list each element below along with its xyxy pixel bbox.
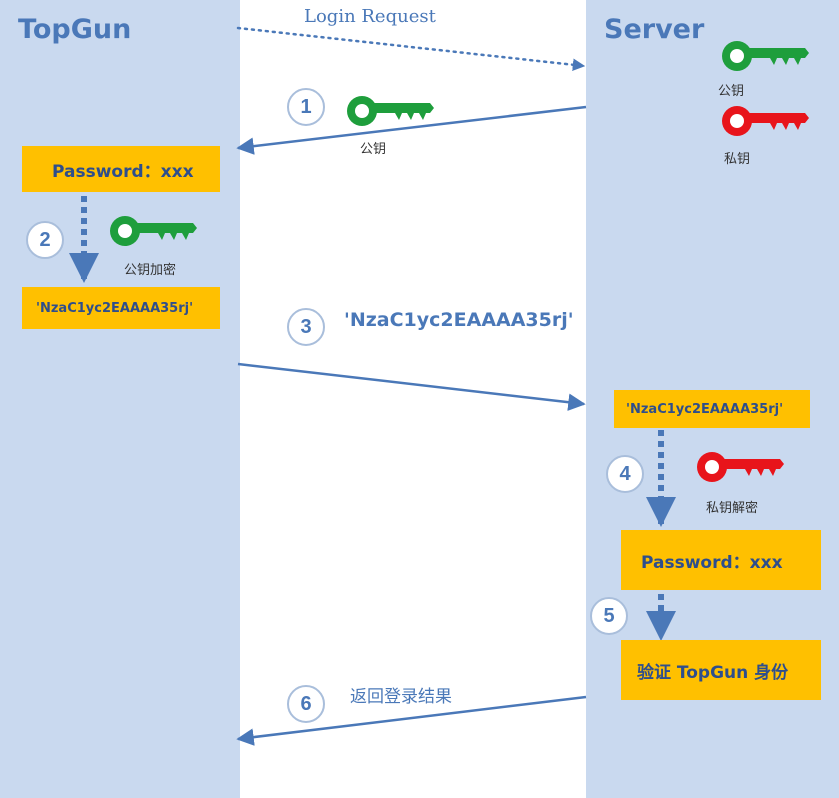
verify-identity-box: 验证 TopGun 身份 xyxy=(621,640,821,700)
server-public-key-icon xyxy=(722,41,809,71)
step2-public-key-icon xyxy=(110,216,197,246)
step2-key-label: 公钥加密 xyxy=(124,263,177,278)
server-title: Server xyxy=(604,14,705,45)
step-4-badge: 4 xyxy=(606,455,644,493)
step1-arrow xyxy=(236,105,587,155)
step-6-badge: 6 xyxy=(287,685,325,723)
server-encrypted-box: 'NzaC1yc2EAAAA35rj' xyxy=(614,390,810,428)
step-1-badge: 1 xyxy=(287,88,325,126)
server-public-key-label: 公钥 xyxy=(718,84,745,99)
client-title: TopGun xyxy=(18,14,132,45)
step4-key-label: 私钥解密 xyxy=(706,501,759,516)
step-2-badge: 2 xyxy=(26,221,64,259)
step4-private-key-icon xyxy=(697,452,784,482)
client-password-box: Password：xxx xyxy=(22,146,220,192)
server-private-key-label: 私钥 xyxy=(724,152,751,167)
client-encrypted-box: 'NzaC1yc2EAAAA35rj' xyxy=(22,287,220,329)
login-request-arrow xyxy=(236,26,586,71)
step-5-badge: 5 xyxy=(590,597,628,635)
step3-arrow xyxy=(237,362,586,411)
server-password-box: Password：xxx xyxy=(621,530,821,590)
step3-message: 'NzaC1yc2EAAAA35rj' xyxy=(344,309,574,331)
step1-key-label: 公钥 xyxy=(360,142,387,157)
login-request-label: Login Request xyxy=(304,6,436,27)
client-lane xyxy=(0,0,240,798)
step6-message: 返回登录结果 xyxy=(350,687,452,707)
step1-public-key-icon xyxy=(347,96,434,126)
step6-arrow xyxy=(236,695,587,746)
server-private-key-icon xyxy=(722,106,809,136)
step-3-badge: 3 xyxy=(287,308,325,346)
